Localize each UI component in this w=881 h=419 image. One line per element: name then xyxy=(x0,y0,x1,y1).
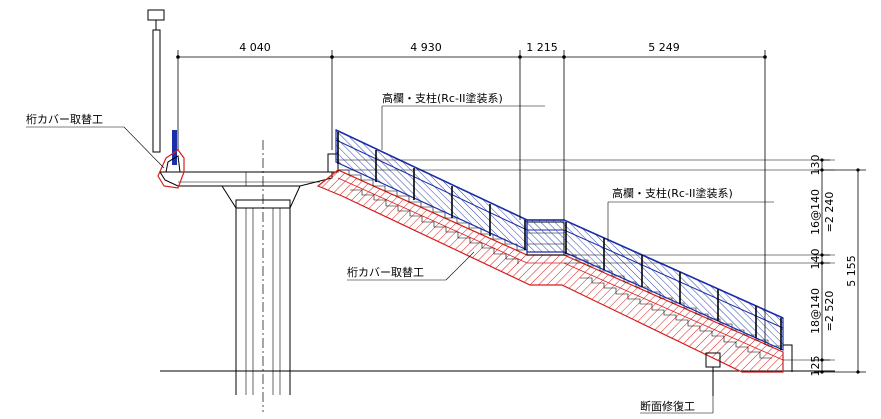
label-handrail-upper: 高欄・支柱(Rc-II塗装系) xyxy=(381,91,545,150)
dim-right-16at140: 16@140 xyxy=(809,189,822,235)
label-girder-cover-left: 桁カバー取替工 xyxy=(26,112,165,169)
svg-text:高欄・支柱(Rc-II塗装系): 高欄・支柱(Rc-II塗装系) xyxy=(612,186,733,200)
dim-right-5155: 5 155 xyxy=(845,255,858,287)
dim-top-4: 5 249 xyxy=(648,41,680,54)
dim-right-130: 130 xyxy=(809,155,822,176)
lamp-pole xyxy=(147,9,165,153)
dim-right-2240: =2 240 xyxy=(823,192,836,233)
dim-right-18at140: 18@140 xyxy=(809,288,822,334)
dim-top-3: 1 215 xyxy=(526,41,558,54)
dim-top-2: 4 930 xyxy=(410,41,442,54)
dim-right-125: 125 xyxy=(809,356,822,377)
svg-text:高欄・支柱(Rc-II塗装系): 高欄・支柱(Rc-II塗装系) xyxy=(382,91,503,105)
dim-right-140: 140 xyxy=(809,249,822,270)
dim-top-1: 4 040 xyxy=(239,41,271,54)
dim-right-2520: =2 520 xyxy=(823,291,836,332)
girder-cover-red-band xyxy=(316,169,784,373)
svg-text:桁カバー取替工: 桁カバー取替工 xyxy=(347,265,424,279)
label-girder-cover-mid: 桁カバー取替工 xyxy=(347,251,475,281)
right-dimension-line: 130 16@140 =2 240 140 18@140 =2 520 125 … xyxy=(809,155,866,377)
deck-girder xyxy=(159,171,333,187)
top-dimension-line: 4 040 4 930 1 215 5 249 xyxy=(176,41,767,345)
pier-column xyxy=(221,140,301,412)
label-section-repair: 断面修復工 xyxy=(640,396,714,414)
left-handrail-end xyxy=(157,130,185,189)
stair-bottom-end xyxy=(705,344,793,396)
label-handrail-lower: 高欄・支柱(Rc-II塗装系) xyxy=(607,186,774,242)
svg-text:断面修復工: 断面修復工 xyxy=(640,399,695,413)
svg-text:桁カバー取替工: 桁カバー取替工 xyxy=(26,112,103,126)
